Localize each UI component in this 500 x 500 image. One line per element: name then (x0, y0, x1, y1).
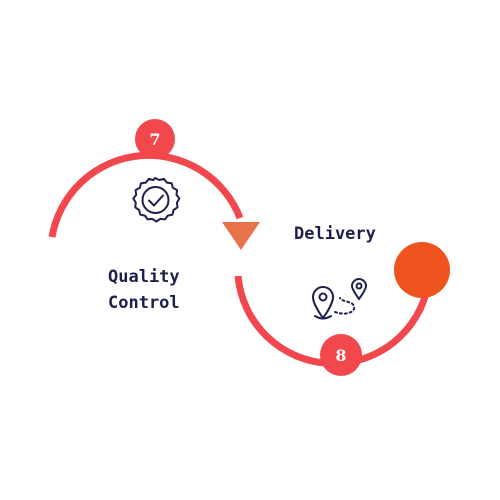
step-label-quality-control: Quality Control (108, 264, 218, 316)
step-number-7: 7 (149, 130, 160, 149)
upper-arc (48, 151, 244, 238)
step-label-delivery: Delivery (294, 221, 404, 247)
step-label-line: Quality (108, 267, 180, 287)
route-pins-icon (312, 278, 367, 320)
step-label-line: Delivery (294, 224, 376, 244)
quality-badge-icon (132, 177, 181, 223)
arrow-down-icon (222, 222, 260, 250)
step-badge-7: 7 (135, 119, 175, 159)
step-badge-8: 8 (320, 334, 362, 376)
step-number-8: 8 (335, 346, 346, 365)
end-dot (394, 242, 450, 298)
step-label-line: Control (108, 293, 180, 313)
